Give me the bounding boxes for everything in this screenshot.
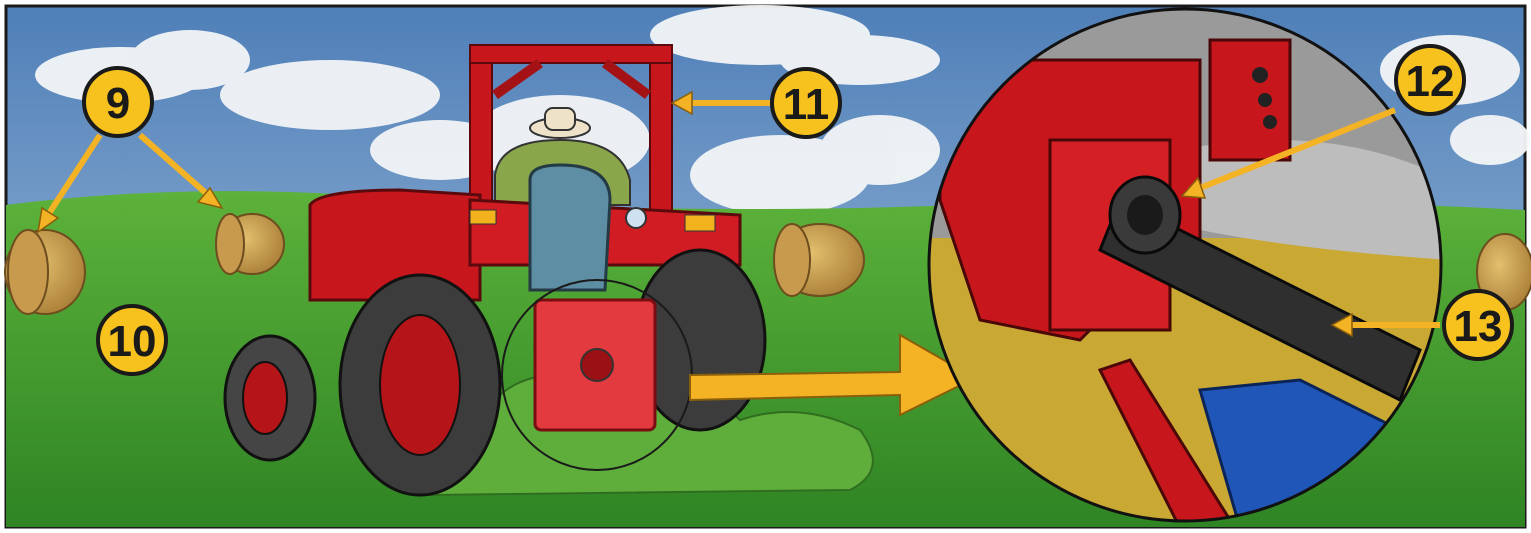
callout-13: 13 [1444, 291, 1512, 359]
svg-text:12: 12 [1406, 57, 1455, 106]
svg-text:10: 10 [108, 317, 157, 366]
svg-text:11: 11 [783, 80, 830, 129]
round-hay-bale-icon [5, 230, 85, 314]
svg-text:13: 13 [1454, 302, 1503, 351]
callout-11: 11 [772, 69, 840, 137]
round-hay-bale-icon [774, 224, 864, 296]
callout-9: 9 [84, 68, 152, 136]
svg-text:9: 9 [106, 79, 130, 128]
round-hay-bale-icon [216, 214, 284, 274]
callout-12: 12 [1396, 46, 1464, 114]
callout-10: 10 [98, 306, 166, 374]
